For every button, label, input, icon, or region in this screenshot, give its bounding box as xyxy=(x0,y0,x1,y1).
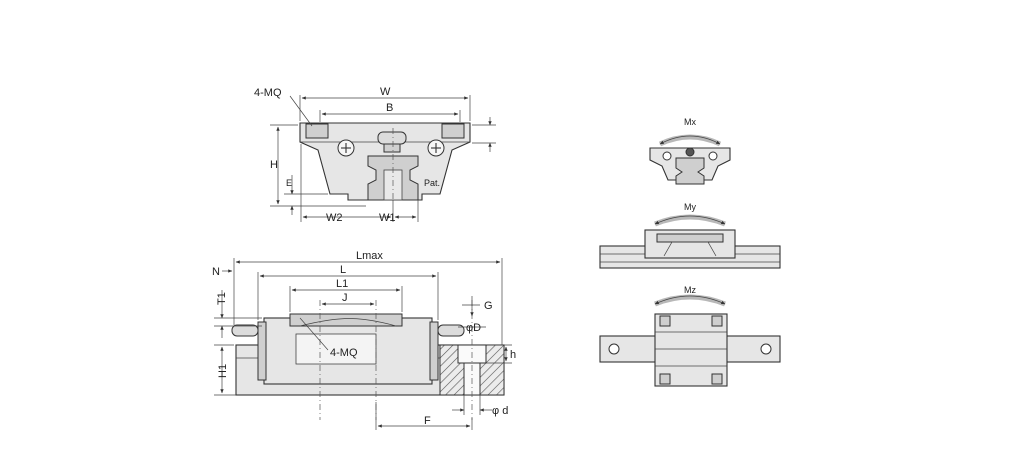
my-arrow-icon xyxy=(654,214,726,227)
dim-h-label: H xyxy=(270,159,278,171)
dim-w1-label: W1 xyxy=(379,212,396,224)
side-view: Lmax L L1 J N T1 H1 4-MQ G xyxy=(212,250,516,430)
end-seal-left xyxy=(257,321,267,381)
front-view: Pat. W B 4-MQ H E W2 xyxy=(254,86,496,224)
dim-n-label: N xyxy=(212,266,220,278)
dim-phi-d-small-label: φ d xyxy=(492,405,508,417)
dim-w2-label: W2 xyxy=(326,212,343,224)
dim-h1-label: H1 xyxy=(217,364,229,378)
pat-label: Pat. xyxy=(424,178,440,188)
mx-arrow-icon xyxy=(658,134,722,147)
moment-mz-view: Mz xyxy=(599,285,781,387)
dim-phi-d-large-label: φD xyxy=(466,322,481,334)
dim-w-label: W xyxy=(380,86,391,98)
grease-nipple-right-icon xyxy=(437,324,465,337)
dim-f-label: F xyxy=(424,415,431,427)
mz-arrow-icon xyxy=(654,294,726,307)
dim-l1-label: L1 xyxy=(336,278,348,290)
screw-left-icon xyxy=(337,139,355,157)
my-label: My xyxy=(684,202,696,212)
mz-label: Mz xyxy=(684,285,696,295)
end-seal-right xyxy=(429,321,439,381)
dim-e-label: E xyxy=(286,178,292,188)
dim-l-label: L xyxy=(340,264,346,276)
dim-h-small-label: h xyxy=(510,349,516,361)
flange-right xyxy=(441,123,465,139)
screw-right-icon xyxy=(427,139,445,157)
moment-my-view: My xyxy=(599,202,781,269)
grease-nipple-icon xyxy=(377,131,407,153)
dim-j-label: J xyxy=(342,292,348,304)
grease-nipple-left-icon xyxy=(231,324,259,337)
dim-g-label: G xyxy=(484,300,493,312)
moment-mx-view: Mx xyxy=(649,117,731,185)
mq-side-label: 4-MQ xyxy=(330,347,358,359)
block-top-band xyxy=(289,313,403,327)
dim-lmax-label: Lmax xyxy=(356,250,383,262)
dim-b-label: B xyxy=(386,102,393,114)
mq-front-label: 4-MQ xyxy=(254,87,282,99)
mx-label: Mx xyxy=(684,117,696,127)
dim-t1-label: T1 xyxy=(216,292,228,305)
flange-left xyxy=(305,123,329,139)
